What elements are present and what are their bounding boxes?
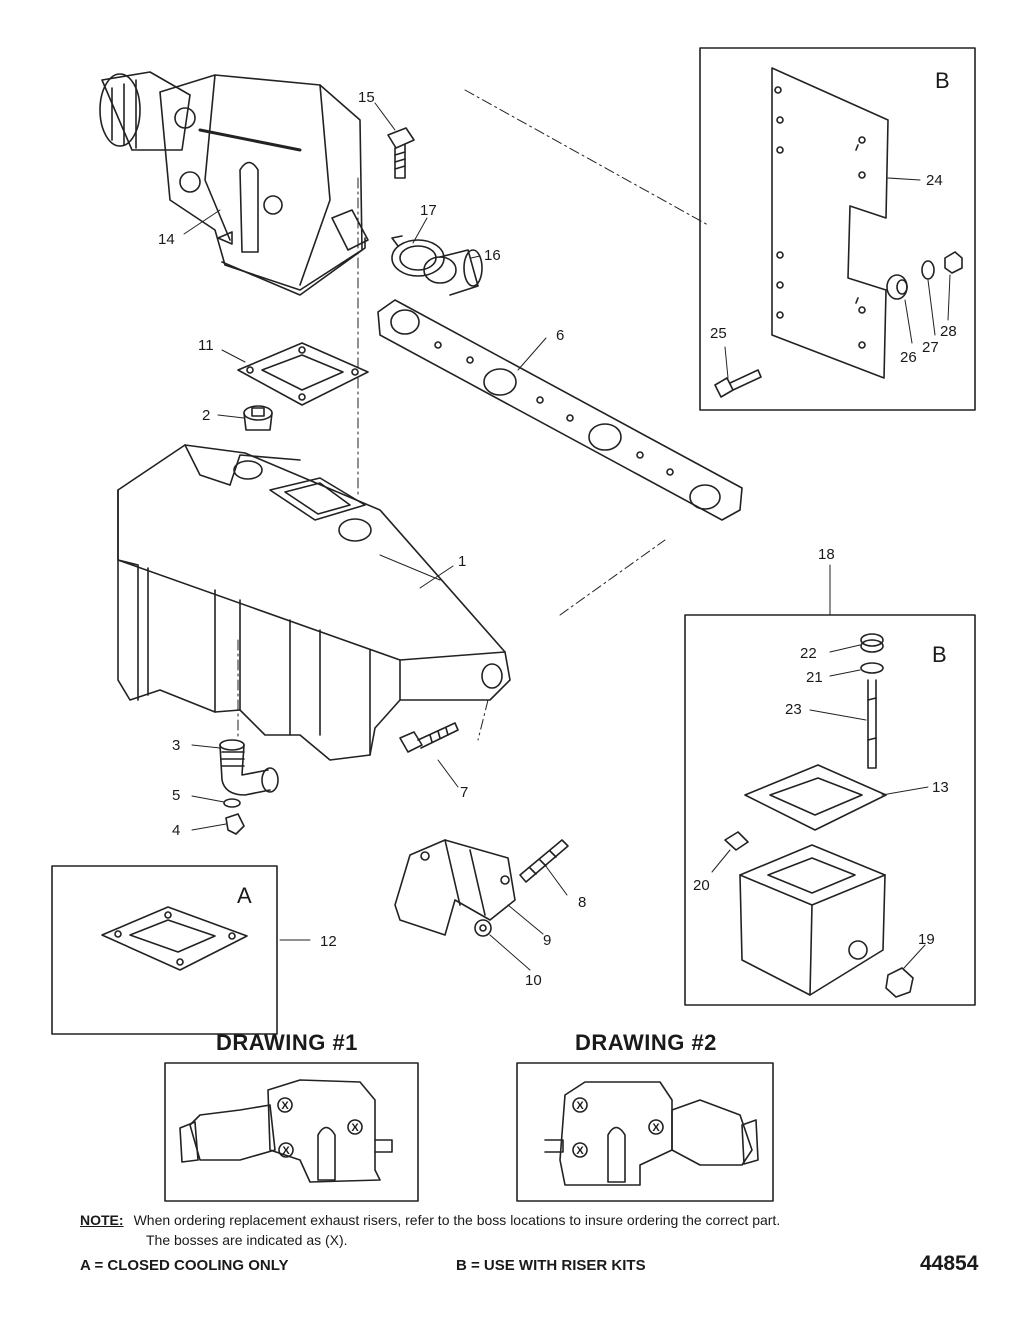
callout-23: 23 bbox=[785, 701, 802, 718]
callout-11: 11 bbox=[198, 337, 214, 354]
callout-12: 12 bbox=[320, 933, 337, 950]
callout-18: 18 bbox=[818, 546, 835, 563]
boss-mark: X bbox=[576, 1145, 584, 1157]
bolt-7-part bbox=[399, 722, 459, 753]
drawing-2-frame bbox=[516, 1062, 774, 1202]
callout-8: 8 bbox=[578, 894, 586, 911]
gasket-11-part bbox=[237, 342, 369, 406]
box-b-bottom-letter: B bbox=[932, 642, 947, 667]
boss-mark: X bbox=[576, 1100, 584, 1112]
callout-14: 14 bbox=[158, 231, 175, 248]
gasket-12-part bbox=[101, 906, 248, 971]
drawing-1-riser bbox=[179, 1079, 393, 1183]
callout-13: 13 bbox=[932, 779, 949, 796]
callout-25: 25 bbox=[710, 325, 727, 342]
callout-21: 21 bbox=[806, 669, 823, 686]
closed-cooling-box bbox=[51, 865, 278, 1035]
callout-5: 5 bbox=[172, 787, 180, 804]
bolt-25-part bbox=[714, 369, 762, 398]
drawing-2-riser bbox=[544, 1081, 759, 1186]
callout-19: 19 bbox=[918, 931, 935, 948]
exhaust-elbow-part bbox=[99, 71, 369, 296]
riser-spacer-part bbox=[739, 844, 886, 996]
document-number: 44854 bbox=[920, 1252, 979, 1275]
washer-27-part bbox=[921, 260, 935, 280]
hose-clamp-part bbox=[391, 235, 445, 277]
box-a-letter: A bbox=[237, 883, 252, 908]
callout-20: 20 bbox=[693, 877, 710, 894]
riser-kit-box-top bbox=[699, 47, 976, 411]
callout-1: 1 bbox=[458, 553, 466, 570]
callout-9: 9 bbox=[543, 932, 551, 949]
washer-21-part bbox=[860, 662, 884, 674]
boss-mark: X bbox=[351, 1122, 359, 1134]
ordering-note: NOTE: When ordering replacement exhaust r… bbox=[80, 1210, 980, 1250]
plug-19-part bbox=[885, 967, 914, 998]
o-ring-5-part bbox=[223, 798, 241, 808]
callout-15: 15 bbox=[358, 89, 375, 106]
stud-8-part bbox=[519, 839, 569, 883]
boss-mark: X bbox=[282, 1145, 290, 1157]
boss-mark: X bbox=[281, 1100, 289, 1112]
drawing-2-boss-marks bbox=[572, 1097, 664, 1158]
bolt-15-part bbox=[387, 127, 415, 179]
drawing-1-title: DRAWING #1 bbox=[216, 1030, 358, 1055]
callout-6: 6 bbox=[556, 327, 564, 344]
callout-16: 16 bbox=[484, 247, 501, 264]
screw-20-part bbox=[724, 831, 749, 851]
note-line-1: When ordering replacement exhaust risers… bbox=[133, 1212, 781, 1228]
drawing-1-frame bbox=[164, 1062, 419, 1202]
callout-27: 27 bbox=[922, 339, 939, 356]
bracket-9-part bbox=[394, 839, 516, 936]
callout-24: 24 bbox=[926, 172, 943, 189]
callout-17: 17 bbox=[420, 202, 437, 219]
nut-22-part bbox=[860, 633, 884, 653]
assembly-leader-lines bbox=[237, 89, 709, 741]
nut-10-part bbox=[474, 919, 492, 937]
exhaust-manifold-part bbox=[117, 444, 511, 761]
note-line-2: The bosses are indicated as (X). bbox=[146, 1232, 348, 1248]
callout-7: 7 bbox=[460, 784, 468, 801]
legend-b: B = USE WITH RISER KITS bbox=[456, 1257, 646, 1274]
callout-4: 4 bbox=[172, 822, 180, 839]
hose-16-part bbox=[423, 249, 483, 296]
elbow-fitting-part bbox=[219, 739, 279, 796]
nut-28-part bbox=[944, 251, 963, 274]
legend-a: A = CLOSED COOLING ONLY bbox=[80, 1257, 289, 1274]
adapter-plate-24-part bbox=[771, 67, 889, 379]
stud-23-part bbox=[867, 679, 877, 769]
fitting-4-part bbox=[225, 813, 245, 835]
drawing-2-title: DRAWING #2 bbox=[575, 1030, 717, 1055]
callout-28: 28 bbox=[940, 323, 957, 340]
note-label: NOTE: bbox=[80, 1212, 124, 1228]
boss-mark: X bbox=[652, 1122, 660, 1134]
gasket-6-part bbox=[377, 299, 743, 521]
spacer-26-part bbox=[886, 274, 908, 300]
callout-10: 10 bbox=[525, 972, 542, 989]
callout-3: 3 bbox=[172, 737, 180, 754]
callout-26: 26 bbox=[900, 349, 917, 366]
plug-2-part bbox=[243, 405, 273, 431]
drawing-1-boss-marks bbox=[277, 1097, 363, 1158]
box-b-top-letter: B bbox=[935, 68, 950, 93]
callout-leader-lines bbox=[183, 102, 951, 971]
callout-22: 22 bbox=[800, 645, 817, 662]
callout-2: 2 bbox=[202, 407, 210, 424]
gasket-13-part bbox=[744, 764, 887, 831]
